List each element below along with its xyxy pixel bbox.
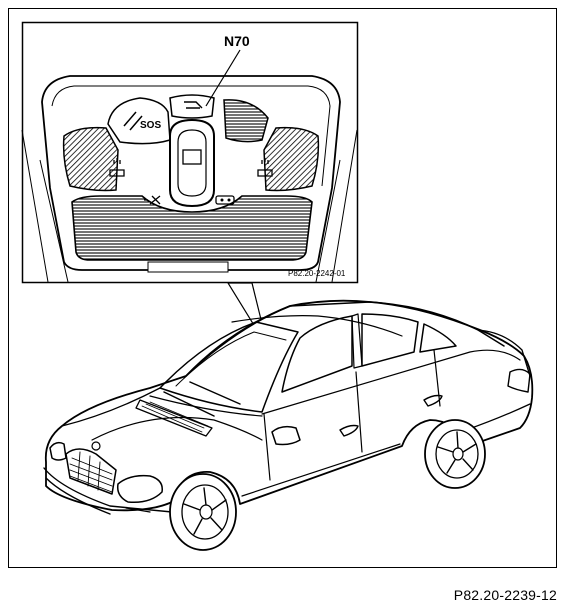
hood-vent (135, 399, 213, 437)
a-pillar-right (315, 129, 358, 283)
hood-right-edge (149, 395, 263, 417)
beltline (261, 349, 521, 415)
front-side-window (281, 315, 353, 393)
rear-quarter-window (419, 323, 457, 353)
rear-wheel (424, 419, 486, 489)
figure-reference-code: P82.20-2239-12 (453, 587, 557, 603)
center-indicator-lamp (182, 149, 202, 165)
lower-right-switch-icon (215, 195, 235, 205)
mounting-strip (147, 261, 229, 273)
tail-light (507, 368, 531, 393)
wiper-right (189, 381, 241, 405)
rear-door-handle (423, 394, 443, 407)
right-reading-lamp (263, 126, 320, 192)
sos-button-icon: SOS (123, 111, 161, 131)
detail-inset: SOS N70 (21, 21, 359, 284)
headlight-left (49, 441, 67, 461)
left-reading-lamp (62, 126, 119, 192)
console-inner-rim (51, 85, 331, 187)
lower-sill (241, 443, 401, 497)
rear-door-line (433, 349, 441, 407)
trunk-lid (477, 329, 531, 377)
top-right-lens (223, 99, 269, 143)
component-label: N70 (224, 33, 250, 49)
front-grille (71, 195, 313, 261)
front-wheel-spokes (183, 487, 227, 535)
hood-vent-slats (141, 401, 209, 433)
roof-line (185, 301, 505, 377)
b-pillar (351, 313, 363, 369)
front-wheel (169, 473, 237, 551)
fog-lamp (125, 507, 151, 513)
headlight-right (116, 474, 163, 504)
front-bumper (43, 467, 173, 515)
sos-button-pad (107, 97, 171, 145)
star-emblem (91, 441, 101, 451)
windshield (159, 321, 299, 413)
left-lamp-switch-icon (109, 158, 125, 177)
windshield-inner (175, 331, 287, 387)
roof-rear-edge (231, 315, 403, 337)
detail-reference-code: P82.20-2242-01 (288, 269, 346, 278)
wiper-left (163, 391, 215, 417)
side-mirror (271, 425, 301, 446)
sunroof-icon (184, 101, 203, 109)
car-illustration (43, 299, 534, 551)
right-lamp-switch-icon (257, 158, 273, 177)
hood-crease (91, 416, 263, 441)
center-top-switch (169, 94, 215, 119)
front-grille-bars (69, 451, 113, 493)
rear-wheel-spokes (437, 431, 477, 474)
hood-left-edge (61, 387, 161, 427)
front-door-handle (339, 424, 359, 437)
rear-side-window (361, 313, 419, 367)
sos-button-label: SOS (140, 120, 161, 131)
component-leader-line (205, 49, 241, 107)
